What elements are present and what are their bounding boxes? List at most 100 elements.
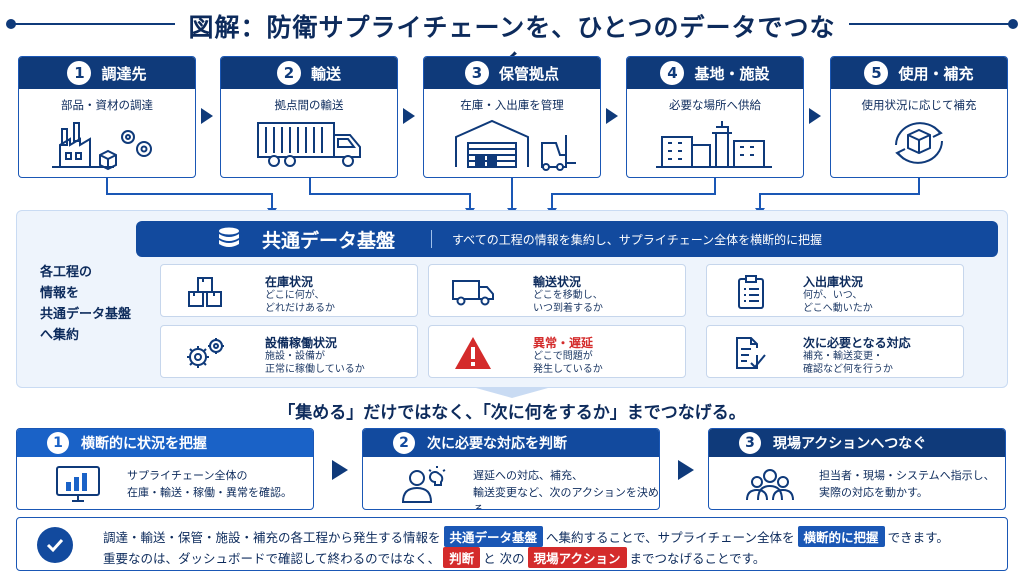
- card-body-line: 施設・設備が: [265, 351, 325, 362]
- action-body-line: 担当者・現場・システムへ指示し、: [819, 469, 995, 482]
- action-body-line: サプライチェーン全体の: [127, 469, 248, 482]
- checklist-pen-icon: [729, 334, 773, 372]
- step-number: 1: [67, 61, 92, 85]
- arrow-right-icon: [403, 108, 415, 124]
- action-body-line: 実際の対応を動かす。: [819, 486, 928, 499]
- card-equipment: 設備稼働状況 施設・設備が 正常に稼働しているか: [160, 325, 418, 378]
- card-title: 輸送状況: [533, 275, 582, 289]
- side-note-line: 共通データ基盤: [40, 307, 132, 322]
- side-note-line: 各工程の: [40, 265, 93, 280]
- card-body-line: 確認など何を行うか: [803, 364, 893, 375]
- card-body-line: どこで問題が: [533, 351, 593, 362]
- action-label: 横断的に状況を把握: [81, 436, 207, 452]
- base-facility-icon: [627, 115, 803, 171]
- arrow-right-icon: [606, 108, 618, 124]
- card-title: 入出庫状況: [803, 275, 864, 289]
- step-number: 3: [464, 61, 489, 85]
- action-number: 1: [47, 432, 69, 454]
- arrow-right-icon: [809, 108, 821, 124]
- summary-text: へ集約することで、サプライチェーン全体を: [546, 530, 795, 545]
- action-body-line: 遅延への対応、補充、: [473, 469, 583, 482]
- card-inventory: 在庫状況 どこに何が、 どれだけあるか: [160, 264, 418, 317]
- card-body-line: 補充・輸送変更・: [803, 351, 883, 362]
- warehouse-forklift-icon: [424, 115, 600, 171]
- step-label: 輸送: [310, 64, 341, 83]
- highlight-tag: 現場アクション: [527, 547, 627, 568]
- step-number: 2: [276, 61, 301, 85]
- tagline: 「集める」だけではなく、「次に何をするか」までつなげる。: [278, 403, 746, 423]
- team-icon: [745, 463, 795, 505]
- truck-icon: [221, 115, 397, 171]
- action-body-line: 在庫・輸送・稼働・異常を確認。: [127, 486, 292, 499]
- step-description: 部品・資材の調達: [61, 98, 153, 112]
- card-body-line: どこを移動し、: [533, 290, 603, 301]
- action-label: 現場アクションへつなぐ: [773, 436, 927, 452]
- card-transport: 輸送状況 どこを移動し、 いつ到着するか: [428, 264, 686, 317]
- highlight-tag: 横断的に把握: [797, 526, 885, 547]
- card-body: 補充・輸送変更・ 確認など何を行うか: [803, 350, 893, 376]
- action-label: 次に必要な対応を判断: [427, 436, 567, 452]
- summary-text: 重要なのは、ダッシュボードで確認して終わるのではなく、: [103, 551, 441, 566]
- arrow-right-icon: [678, 460, 694, 480]
- action-number: 3: [739, 432, 761, 454]
- summary-text: できます。: [887, 530, 949, 545]
- card-body-line: 何が、いつ、: [803, 290, 863, 301]
- summary-text: と 次の: [483, 551, 525, 566]
- step-procurement: 1 調達先 部品・資材の調達: [18, 56, 196, 178]
- summary-line-2: 重要なのは、ダッシュボードで確認して終わるのではなく、判断と 次の現場アクション…: [103, 547, 765, 568]
- step-header: 4 基地・施設: [627, 57, 803, 89]
- card-body: 何が、いつ、 どこへ動いたか: [803, 289, 873, 315]
- action-field: 3 現場アクションへつなぐ 担当者・現場・システムへ指示し、 実際の対応を動かす…: [708, 428, 1006, 510]
- summary-text: 調達・輸送・保管・施設・補充の各工程から発生する情報を: [103, 530, 441, 545]
- platform-subtitle: すべての工程の情報を集約し、サプライチェーン全体を横断的に把握: [452, 232, 823, 247]
- step-header: 3 保管拠点: [424, 57, 600, 89]
- card-title: 異常・遅延: [533, 336, 594, 350]
- action-overview: 1 横断的に状況を把握 サプライチェーン全体の 在庫・輸送・稼働・異常を確認。: [16, 428, 314, 510]
- person-idea-icon: [399, 463, 449, 505]
- warning-icon: [451, 334, 495, 372]
- action-header: 2 次に必要な対応を判断: [363, 429, 659, 457]
- card-title: 在庫状況: [265, 275, 314, 289]
- card-body: 施設・設備が 正常に稼働しているか: [265, 350, 365, 376]
- card-body-line: いつ到着するか: [533, 303, 603, 314]
- card-inout: 入出庫状況 何が、いつ、 どこへ動いたか: [706, 264, 964, 317]
- replenish-cycle-icon: [831, 115, 1007, 171]
- card-title: 設備稼働状況: [265, 336, 338, 350]
- action-body: 担当者・現場・システムへ指示し、 実際の対応を動かす。: [819, 467, 995, 501]
- highlight-tag: 共通データ基盤: [443, 526, 544, 547]
- factory-gears-icon: [19, 115, 195, 171]
- platform-header: 共通データ基盤 すべての工程の情報を集約し、サプライチェーン全体を横断的に把握: [136, 221, 998, 257]
- step-storage: 3 保管拠点 在庫・入出庫を管理: [423, 56, 601, 178]
- title-rule-left: [10, 23, 175, 25]
- platform-side-note: 各工程の 情報を 共通データ基盤 へ集約: [40, 262, 150, 346]
- step-label: 保管拠点: [498, 64, 559, 83]
- step-header: 1 調達先: [19, 57, 195, 89]
- check-icon: [37, 527, 73, 563]
- action-number: 2: [393, 432, 415, 454]
- gears-icon: [183, 334, 227, 372]
- card-body-line: 正常に稼働しているか: [265, 364, 365, 375]
- step-description: 必要な場所へ供給: [669, 98, 761, 112]
- step-number: 5: [864, 61, 889, 85]
- divider: [431, 230, 433, 248]
- card-body: どこで問題が 発生しているか: [533, 350, 603, 376]
- action-body: サプライチェーン全体の 在庫・輸送・稼働・異常を確認。: [127, 467, 292, 501]
- action-header: 1 横断的に状況を把握: [17, 429, 313, 457]
- card-body-line: 発生しているか: [533, 364, 603, 375]
- step-description: 拠点間の輸送: [274, 98, 344, 112]
- truck-icon: [451, 273, 495, 311]
- card-body-line: どこに何が、: [265, 290, 325, 301]
- highlight-tag: 判断: [443, 547, 481, 568]
- title-rule-right: [849, 23, 1014, 25]
- action-body: 遅延への対応、補充、 輸送変更など、次のアクションを決める。: [473, 467, 659, 510]
- arrow-right-icon: [201, 108, 213, 124]
- summary-text: までつなげることです。: [629, 551, 766, 566]
- step-transport: 2 輸送 拠点間の輸送: [220, 56, 398, 178]
- action-body-line: 輸送変更など、次のアクションを決める。: [473, 486, 659, 510]
- step-use-replenish: 5 使用・補充 使用状況に応じて補充: [830, 56, 1008, 178]
- card-body: どこを移動し、 いつ到着するか: [533, 289, 603, 315]
- side-note-line: へ集約: [40, 328, 80, 343]
- step-header: 2 輸送: [221, 57, 397, 89]
- step-label: 基地・施設: [694, 64, 770, 83]
- dashboard-chart-icon: [53, 463, 103, 505]
